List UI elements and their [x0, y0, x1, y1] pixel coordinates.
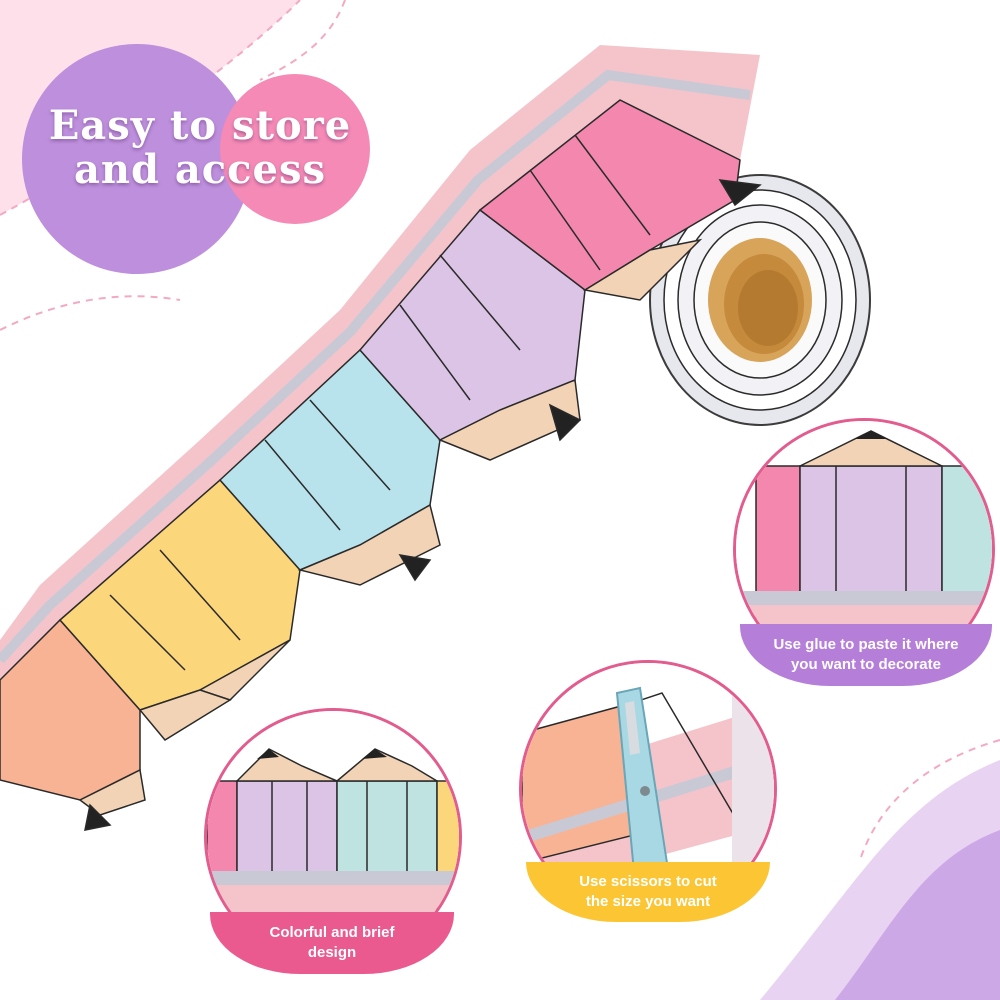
pencil-border-strip [0, 45, 762, 831]
headline-badge [22, 44, 370, 274]
border-roll [649, 174, 871, 426]
caption-scissors: Use scissors to cut the size you want [526, 862, 770, 922]
caption-glue-text: Use glue to paste it where you want to d… [773, 636, 959, 673]
badge-circle-purple [22, 44, 252, 274]
caption-glue: Use glue to paste it where you want to d… [740, 624, 992, 686]
headline-line-1: Easy to store [48, 102, 352, 149]
caption-colorful: Colorful and brief design [210, 912, 454, 974]
caption-colorful-text: Colorful and brief design [269, 924, 395, 961]
headline: Easy to store and access [30, 104, 370, 192]
badge-circle-pink [220, 74, 370, 224]
caption-scissors-text: Use scissors to cut the size you want [579, 873, 717, 910]
headline-line-2: and access [73, 146, 326, 193]
